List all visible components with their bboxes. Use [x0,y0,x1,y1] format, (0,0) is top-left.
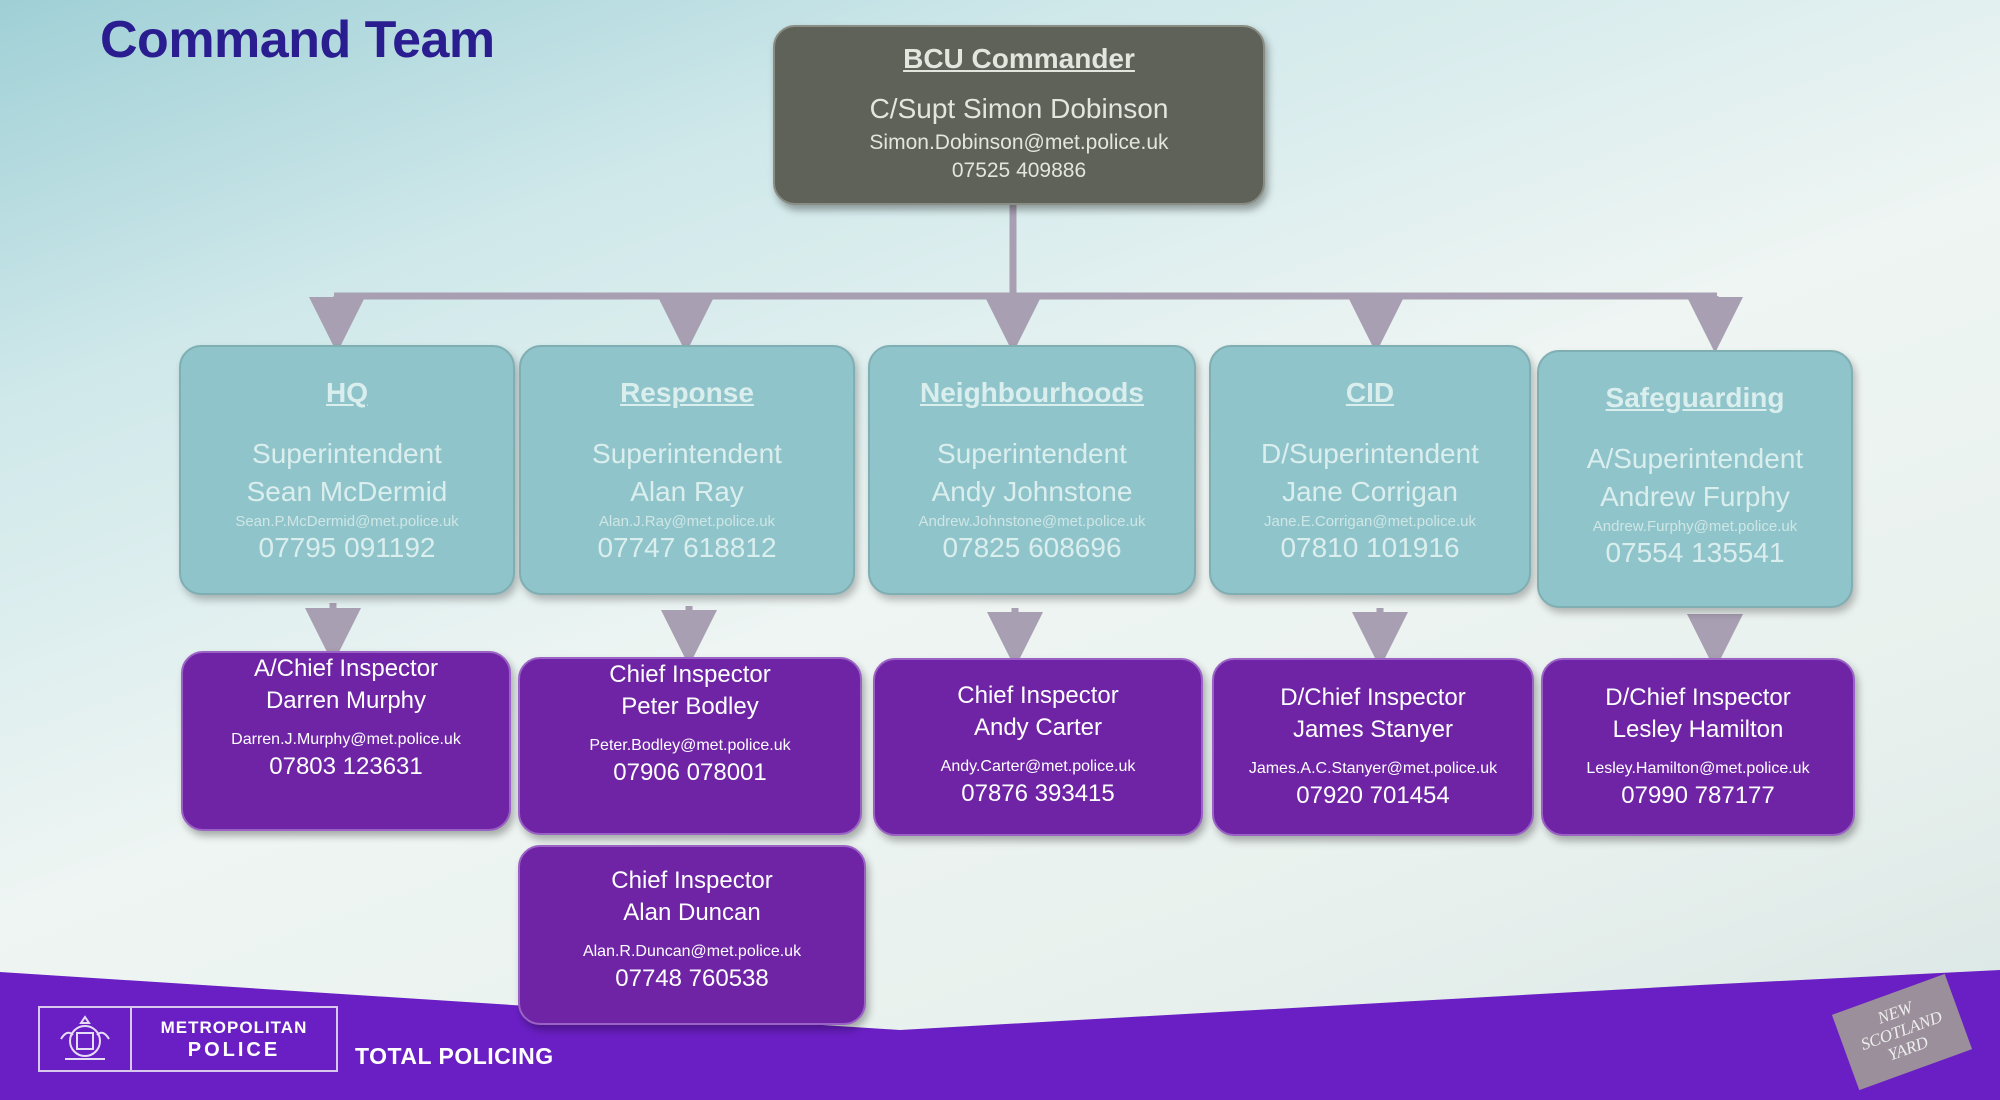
dept-rank: Superintendent [937,438,1127,469]
ci-name: Andy Carter [973,714,1103,741]
ci-phone: 07876 393415 [961,780,1115,807]
commander-email: Simon.Dobinson@met.police.uk [869,131,1169,154]
ci-name: Darren Murphy [265,687,427,714]
ci-email: James.A.C.Stanyer@met.police.uk [1248,760,1498,777]
dept-phone: 07747 618812 [597,532,777,563]
dept-rank: Superintendent [252,438,442,469]
ci-name: James Stanyer [1292,716,1454,743]
dept-phone: 07554 135541 [1605,537,1785,568]
dept-heading: HQ [326,377,368,408]
ci-name: Lesley Hamilton [1612,716,1784,743]
ci-email: Peter.Bodley@met.police.uk [589,737,791,754]
ci-box-alan-duncan: Chief Inspector Alan Duncan Alan.R.Dunca… [518,845,866,1025]
ci-email: Andy.Carter@met.police.uk [940,758,1136,775]
dept-email: Alan.J.Ray@met.police.uk [598,513,776,530]
ci-rank: Chief Inspector [957,682,1119,709]
crest-icon [40,1008,132,1070]
dept-name: Jane Corrigan [1282,476,1458,507]
ci-name: Alan Duncan [623,899,761,926]
ci-rank: A/Chief Inspector [253,655,439,682]
dept-box-safeguarding: Safeguarding A/Superintendent Andrew Fur… [1537,350,1853,608]
logo-line2: POLICE [187,1039,281,1061]
dept-heading: CID [1345,377,1395,408]
page-title: Command Team [100,11,495,69]
logo-line1: METROPOLITAN [160,1018,308,1037]
ci-phone: 07803 123631 [269,753,423,780]
ci-rank: D/Chief Inspector [1605,684,1791,711]
dept-email: Andrew.Johnstone@met.police.uk [918,513,1146,530]
ci-box-darren-murphy: A/Chief Inspector Darren Murphy Darren.J… [181,651,511,831]
dept-phone: 07795 091192 [258,532,436,563]
dept-rank: A/Superintendent [1586,443,1804,474]
dept-name: Andrew Furphy [1600,481,1790,512]
dept-phone: 07810 101916 [1280,532,1460,563]
dept-phone: 07825 608696 [942,532,1122,563]
ci-email: Darren.J.Murphy@met.police.uk [231,731,461,748]
dept-email: Andrew.Furphy@met.police.uk [1592,518,1798,535]
ci-phone: 07748 760538 [615,965,769,992]
dept-rank: D/Superintendent [1261,438,1479,469]
dept-heading: Safeguarding [1605,382,1785,413]
commander-name: C/Supt Simon Dobinson [869,93,1169,124]
ci-phone: 07906 078001 [613,759,767,786]
ci-rank: D/Chief Inspector [1280,684,1466,711]
ci-rank: Chief Inspector [611,867,773,894]
commander-box: BCU Commander C/Supt Simon Dobinson Simo… [773,25,1265,205]
ci-box-lesley-hamilton: D/Chief Inspector Lesley Hamilton Lesley… [1541,658,1855,836]
ci-phone: 07920 701454 [1296,782,1450,809]
ci-name: Peter Bodley [621,693,759,720]
met-police-logo: METROPOLITAN POLICE [38,1006,338,1072]
commander-phone: 07525 409886 [951,159,1087,182]
ci-rank: Chief Inspector [609,661,771,688]
ci-email: Alan.R.Duncan@met.police.uk [582,943,802,960]
dept-box-response: Response Superintendent Alan Ray Alan.J.… [519,345,855,595]
dept-box-cid: CID D/Superintendent Jane Corrigan Jane.… [1209,345,1531,595]
dept-box-neighbourhoods: Neighbourhoods Superintendent Andy Johns… [868,345,1196,595]
ci-email: Lesley.Hamilton@met.police.uk [1586,760,1810,777]
ci-box-andy-carter: Chief Inspector Andy Carter Andy.Carter@… [873,658,1203,836]
slogan: TOTAL POLICING [355,1043,554,1069]
dept-email: Jane.E.Corrigan@met.police.uk [1264,513,1476,530]
dept-name: Sean McDermid [246,476,448,507]
ci-phone: 07990 787177 [1621,782,1775,809]
commander-heading: BCU Commander [903,43,1135,74]
dept-box-hq: HQ Superintendent Sean McDermid Sean.P.M… [179,345,515,595]
dept-email: Sean.P.McDermid@met.police.uk [235,513,459,530]
dept-name: Alan Ray [630,476,744,507]
dept-name: Andy Johnstone [931,476,1133,507]
ci-box-peter-bodley: Chief Inspector Peter Bodley Peter.Bodle… [518,657,862,835]
dept-heading: Response [620,377,754,408]
dept-rank: Superintendent [592,438,782,469]
dept-heading: Neighbourhoods [920,377,1144,408]
ci-box-james-stanyer: D/Chief Inspector James Stanyer James.A.… [1212,658,1534,836]
